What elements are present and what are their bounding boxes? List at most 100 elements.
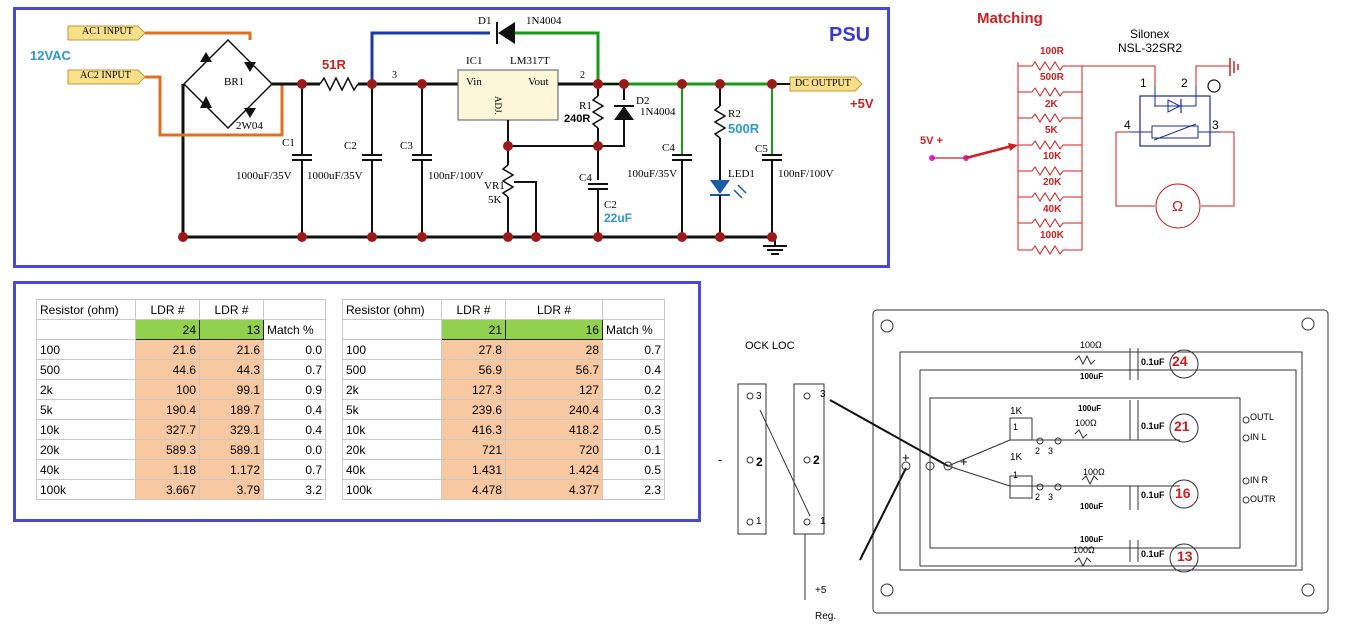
cell: 99.1	[199, 379, 264, 400]
cell: 418.2	[505, 419, 603, 440]
cell: 0.2	[602, 379, 665, 400]
in-l-label: IN L	[1250, 432, 1267, 442]
table-header-row: Resistor (ohm) LDR # LDR #	[36, 299, 326, 320]
output-voltage: +5V	[850, 96, 874, 111]
cell: 589.3	[135, 439, 200, 460]
cell: 239.6	[441, 399, 506, 420]
c2-name: C2	[344, 140, 357, 152]
cell: 190.4	[135, 399, 200, 420]
header-resistor: Resistor (ohm)	[342, 299, 442, 320]
ladder-resistor: 2K	[1045, 99, 1058, 110]
cell: 21.6	[199, 339, 264, 360]
header-ldr: LDR #	[441, 299, 506, 320]
cell: 5k	[342, 399, 442, 420]
plus-label: +	[902, 450, 910, 465]
d1-name: D1	[478, 15, 492, 27]
cell: 0.5	[602, 419, 665, 440]
ic-vout: Vout	[528, 76, 549, 88]
pin-4-label: 4	[1124, 118, 1131, 132]
cell: 56.9	[441, 359, 506, 380]
ladder-resistor: 500R	[1040, 72, 1064, 83]
pot-pin: 3	[1048, 492, 1054, 502]
led-name: LED1	[728, 168, 755, 180]
cell: 0.7	[263, 459, 326, 480]
header-blank	[602, 299, 665, 320]
pot-pin: 2	[1035, 492, 1041, 502]
cell: 100	[135, 379, 200, 400]
table-id-row: 24 13 Match %	[36, 319, 326, 340]
switch-pin: 2	[756, 455, 763, 469]
ldr-id-label: 13	[1177, 548, 1193, 564]
ladder-resistor: 40K	[1043, 204, 1062, 215]
minus-label: -	[718, 452, 723, 467]
res-100-label: 100Ω	[1073, 545, 1095, 555]
res-100-label: 100Ω	[1080, 340, 1102, 350]
cell: 3.2	[263, 479, 326, 500]
ldr-table-2: Resistor (ohm) LDR # LDR # 21 16 Match %…	[342, 299, 665, 500]
supply-label: 12VAC	[30, 48, 71, 63]
cell: 0.9	[263, 379, 326, 400]
cap-100uf-label: 100uF	[1080, 502, 1104, 511]
pin-1-label: 1	[1140, 76, 1147, 90]
cell: 189.7	[199, 399, 264, 420]
cell: 4.478	[441, 479, 506, 500]
tables-frame	[13, 281, 701, 522]
switch-pin: 1	[820, 516, 826, 527]
c1-name: C1	[282, 137, 295, 149]
hand-sketch	[737, 309, 1329, 614]
blank-cell	[36, 319, 136, 340]
cell: 20k	[342, 439, 442, 460]
matching-schematic	[929, 58, 1239, 255]
cell: 100k	[342, 479, 442, 500]
cell: 10k	[36, 419, 136, 440]
cell: 240.4	[505, 399, 603, 420]
cell: 0.5	[602, 459, 665, 480]
pot-pin: 1	[1013, 470, 1019, 480]
c1-value: 1000uF/35V	[236, 170, 292, 182]
cell: 2k	[342, 379, 442, 400]
cell: 0.0	[263, 439, 326, 460]
cell: 127.3	[441, 379, 506, 400]
cell: 40k	[36, 459, 136, 480]
cell: 40k	[342, 459, 442, 480]
cap-01uf-label: 0.1uF	[1141, 490, 1165, 500]
cell: 28	[505, 339, 603, 360]
cell: 0.3	[602, 399, 665, 420]
plus-label: +	[960, 454, 968, 469]
r2-name: R2	[728, 108, 741, 120]
ac2-label: AC2 INPUT	[80, 70, 131, 81]
ladder-resistor: 20K	[1043, 177, 1062, 188]
ldr-id: 16	[505, 319, 603, 340]
ic-adj: ADJ.	[493, 96, 503, 115]
psu-schematic	[67, 22, 863, 255]
node-2-label: 2	[580, 70, 585, 81]
cell: 720	[505, 439, 603, 460]
matching-title: Matching	[977, 10, 1043, 27]
sketch-note: OCK LOC	[745, 340, 795, 352]
series-resistor-label: 51R	[322, 57, 346, 72]
cell: 500	[342, 359, 442, 380]
r1-name: R1	[579, 100, 592, 112]
pot-pin: 1	[1013, 422, 1019, 432]
bridge-part: 2W04	[236, 120, 263, 132]
ic-name: IC1	[466, 55, 483, 67]
c4b-value: 100uF/35V	[627, 168, 678, 180]
cell: 500	[36, 359, 136, 380]
c5-name: C5	[755, 143, 768, 155]
cell: 5k	[36, 399, 136, 420]
cell: 589.1	[199, 439, 264, 460]
switch-pin: 3	[756, 391, 762, 402]
cell: 100	[36, 339, 136, 360]
ldr-id-label: 21	[1174, 418, 1190, 434]
out-l-label: OUTL	[1250, 412, 1275, 422]
r1-value: 240R	[564, 113, 591, 125]
psu-frame	[13, 7, 890, 268]
supply-note: Reg.	[815, 611, 837, 622]
cell: 0.4	[602, 359, 665, 380]
